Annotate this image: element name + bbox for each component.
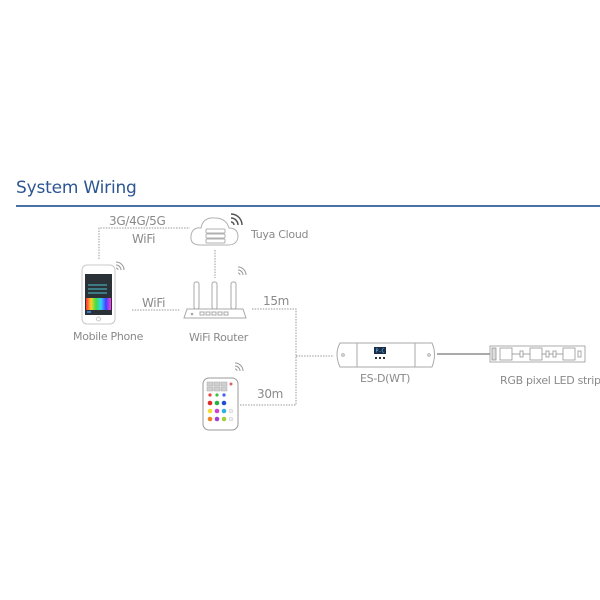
remote-signal-icon	[234, 362, 244, 372]
wifi-cloud-label: WiFi	[132, 232, 156, 246]
link-phone-cloud	[98, 227, 190, 259]
page-title: System Wiring	[16, 178, 137, 198]
router-distance-label: 15m	[263, 294, 290, 308]
wifi-router-icon	[183, 281, 247, 319]
led-strip-icon	[489, 345, 586, 363]
led-strip-label: RGB pixel LED strip	[500, 374, 600, 387]
wifi-phone-router-label: WiFi	[142, 296, 166, 310]
title-divider	[16, 205, 600, 207]
remote-control-icon	[202, 377, 239, 431]
remote-distance-label: 30m	[257, 387, 284, 401]
mobile-phone-label: Mobile Phone	[73, 330, 144, 343]
controller-label: ES-D(WT)	[360, 372, 411, 385]
cloud-signal-icon	[230, 213, 243, 226]
controller-display-text: P-C	[375, 349, 384, 355]
cellular-label: 3G/4G/5G	[109, 214, 166, 228]
phone-signal-icon	[115, 261, 125, 271]
wifi-router-label: WiFi Router	[189, 331, 248, 344]
link-router-junction	[252, 308, 297, 405]
tuya-cloud-label: Tuya Cloud	[251, 228, 309, 241]
router-signal-icon	[237, 266, 247, 276]
mobile-phone-icon	[81, 264, 116, 325]
controller-icon	[336, 342, 435, 368]
cloud-icon	[190, 217, 239, 246]
